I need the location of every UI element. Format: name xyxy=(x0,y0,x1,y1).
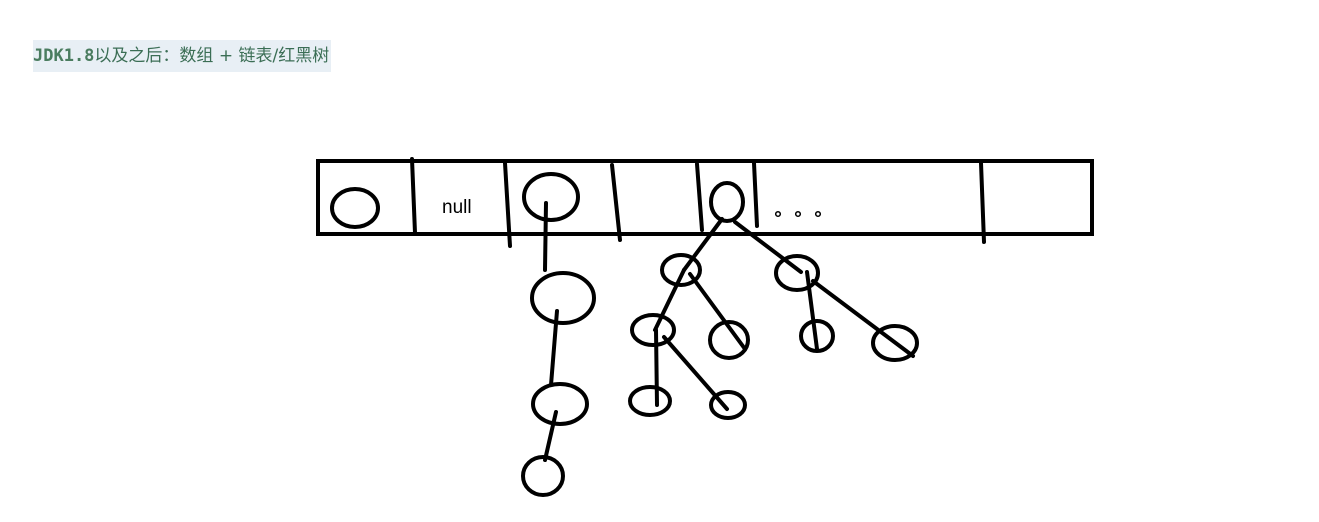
array-box xyxy=(316,159,1094,236)
tree-node xyxy=(628,385,672,417)
tree-node xyxy=(630,313,676,347)
list-link xyxy=(543,201,548,272)
cell-divider xyxy=(695,162,704,232)
list-link xyxy=(543,410,558,462)
list-node xyxy=(521,455,565,497)
list-link xyxy=(549,309,559,387)
tree-edge xyxy=(811,279,915,358)
bucket-node xyxy=(330,187,380,229)
tree-node xyxy=(774,254,820,292)
tree-node xyxy=(871,324,919,362)
tree-edge xyxy=(805,270,819,351)
cell-divider xyxy=(410,157,417,235)
tree-edge xyxy=(653,268,686,332)
caption-text: 以及之后：数组 + 链表/红黑树 xyxy=(94,46,330,66)
list-node xyxy=(531,382,589,426)
tree-root xyxy=(709,181,745,223)
list-node xyxy=(530,271,596,325)
caption-code: JDK1.8 xyxy=(33,46,95,66)
tree-edge xyxy=(682,217,724,272)
caption: JDK1.8以及之后：数组 + 链表/红黑树 xyxy=(33,40,332,72)
cell-divider xyxy=(610,163,622,242)
tree-edge xyxy=(654,328,659,407)
tree-edge xyxy=(662,335,729,411)
tree-node xyxy=(709,390,747,420)
tree-node xyxy=(799,319,835,353)
null-label: null xyxy=(442,197,472,218)
tree-edge xyxy=(733,220,803,274)
cell-divider xyxy=(979,161,986,244)
cell-divider xyxy=(503,161,512,248)
tree-node xyxy=(660,253,702,287)
ellipsis-dots xyxy=(774,210,822,218)
list-node xyxy=(522,172,580,222)
tree-edge xyxy=(688,272,747,351)
cell-divider xyxy=(752,161,759,228)
tree-node xyxy=(708,320,750,360)
